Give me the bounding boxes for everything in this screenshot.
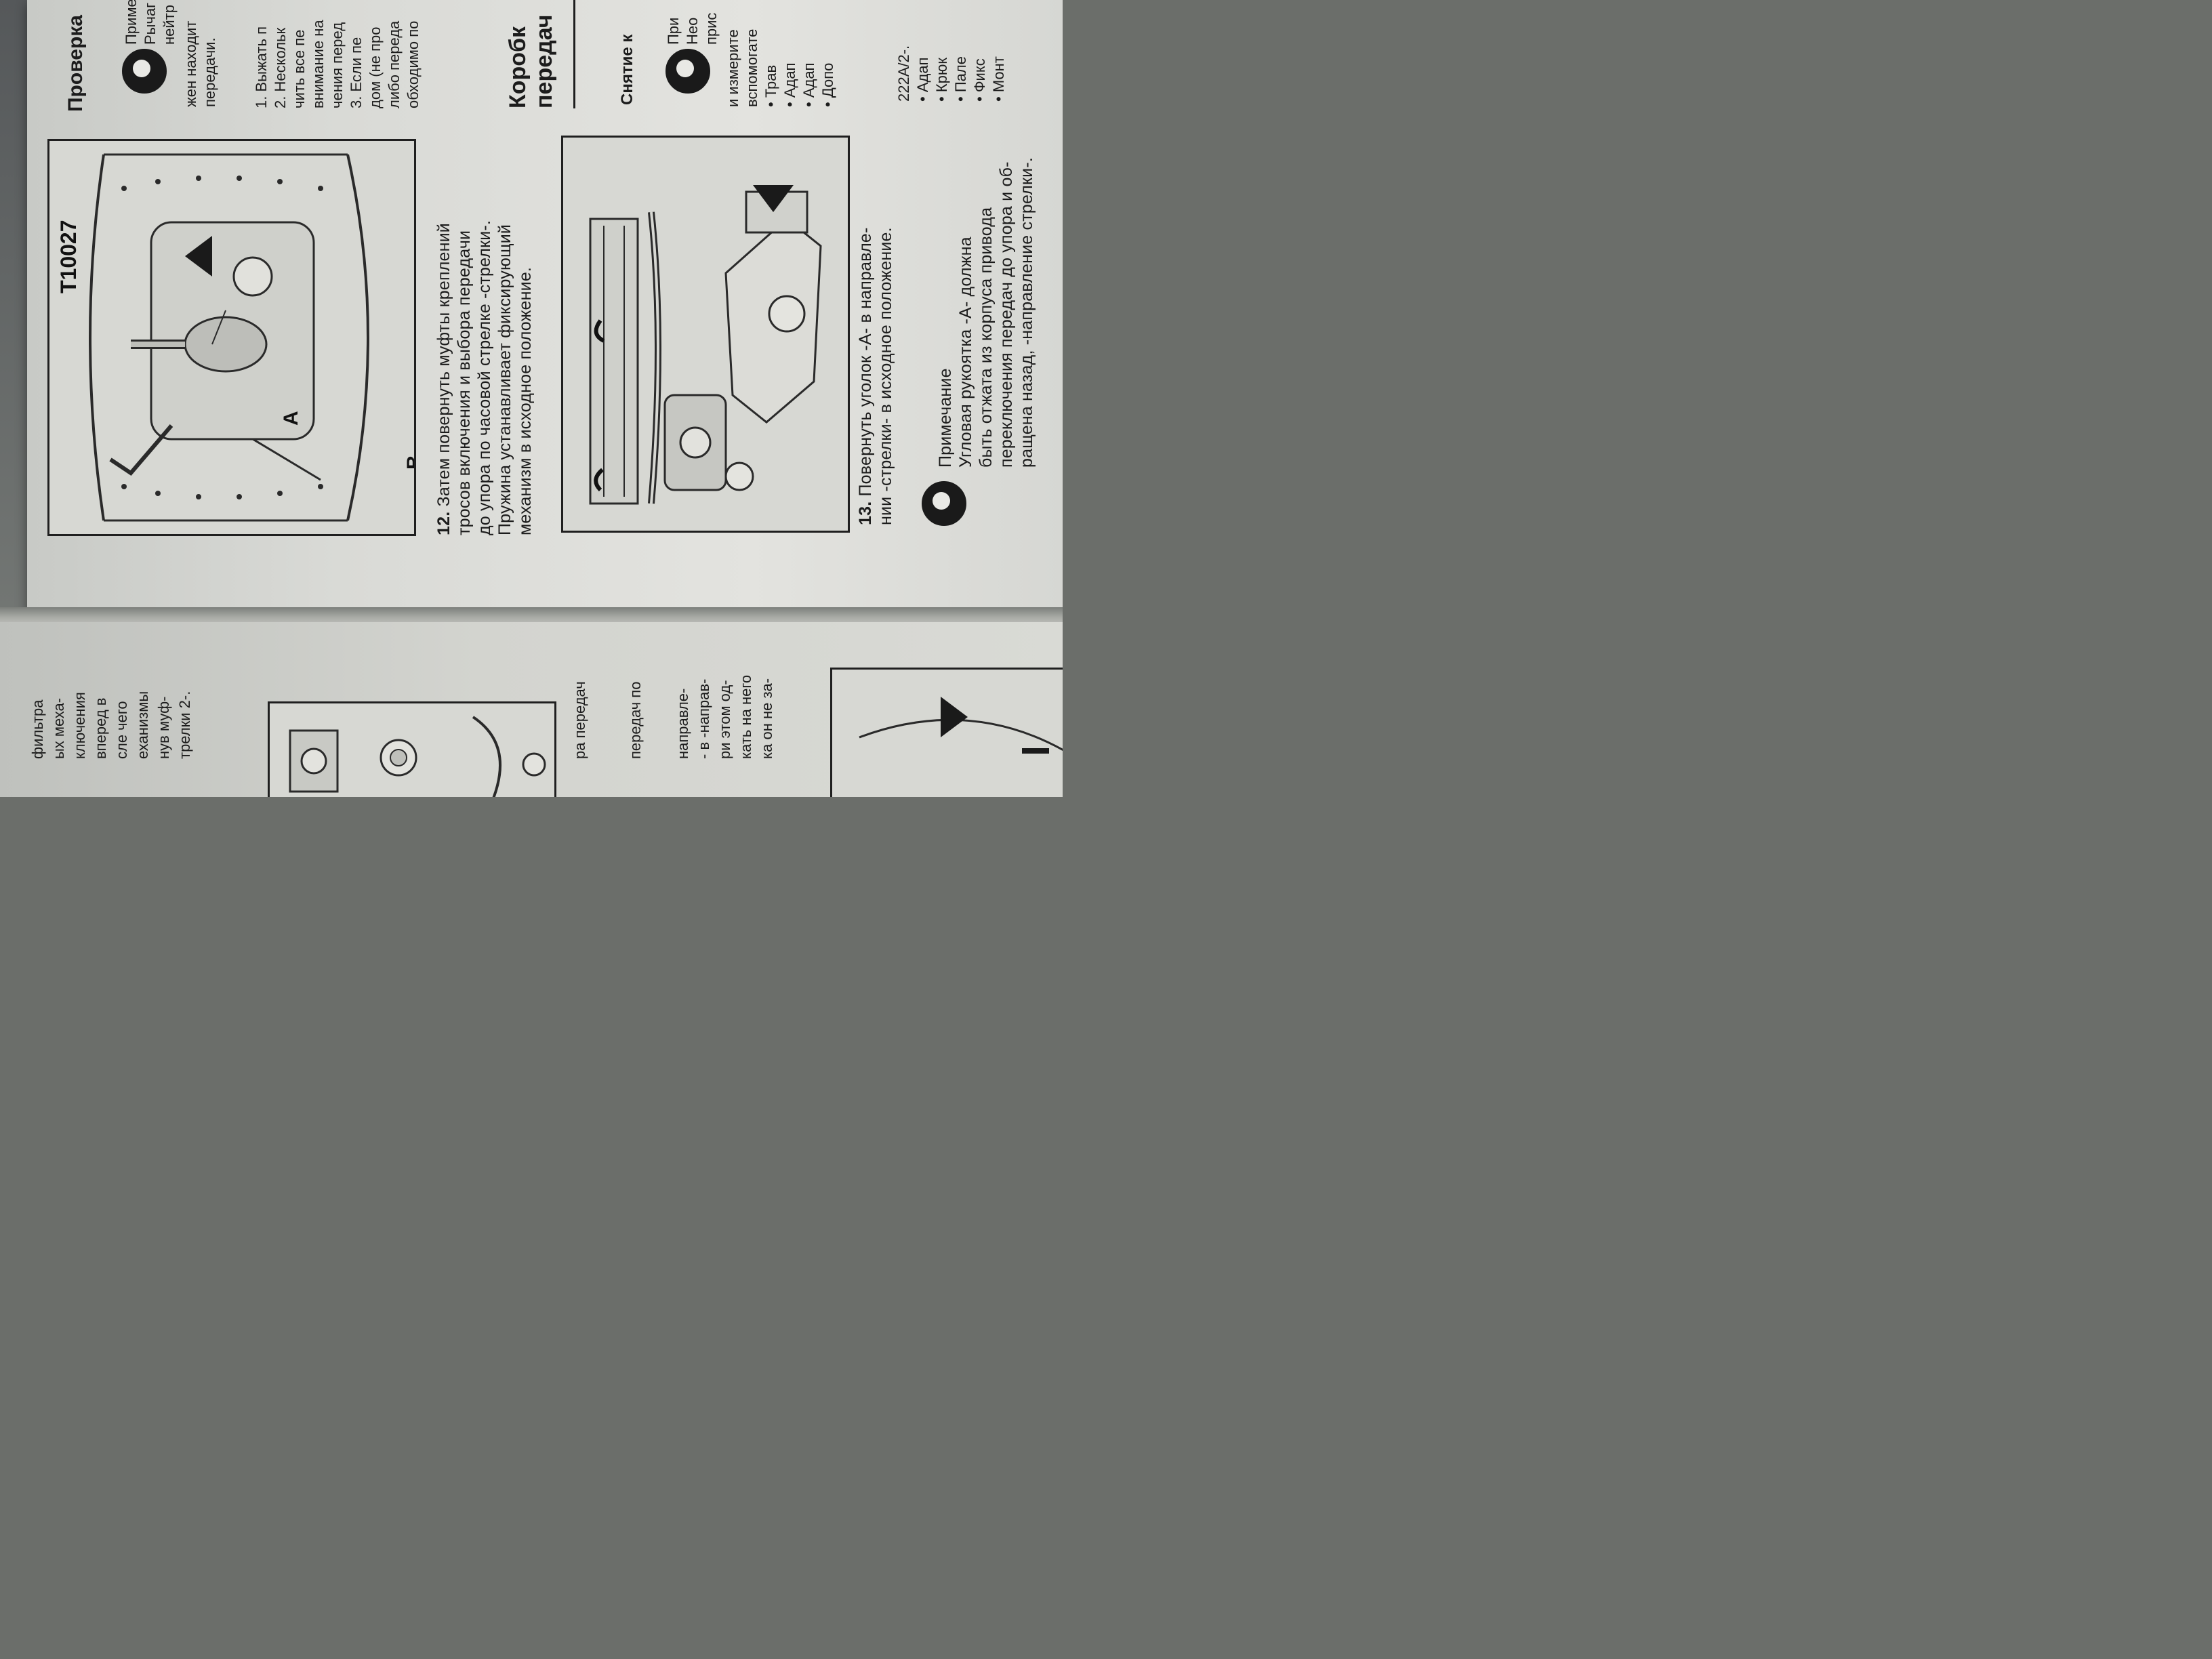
tool-label: T10027 — [56, 220, 81, 293]
step12-line-1: 12. Затем повернуть муфты креплений — [434, 223, 453, 535]
step12-line-3: до упора по часовой стрелке -стрелки-. — [475, 220, 494, 535]
check-lightbulb-icon — [122, 49, 167, 94]
photo-scene: T10027 A B 12. Затем повернуть муфты кре… — [0, 0, 1063, 797]
check-text-2: жен находит передачи. — [182, 20, 218, 107]
note-title: Примечание — [936, 368, 955, 468]
check-steps: 1. Выжать п 2. Нескольк чить все пе вним… — [253, 20, 422, 108]
label-b: B — [403, 455, 414, 470]
left-figure-2 — [830, 668, 1063, 797]
note-line-4: ращена назад, -направление стрелки-. — [1017, 157, 1036, 468]
removal-text-2: и измерите вспомогате • Трав • Адап • Ад… — [724, 28, 836, 107]
figure-cable-mechanism — [561, 136, 850, 533]
label-a: A — [280, 411, 302, 426]
removal-lightbulb-icon — [665, 49, 710, 94]
step13-line-2: нии -стрелки- в исходное положение. — [876, 227, 895, 525]
drawing-left-figure — [289, 716, 546, 797]
heading-gearbox: Коробк передач — [505, 14, 557, 108]
note-line-3: переключения передач до упора и об- — [997, 161, 1016, 468]
left-page-fragments-bottom-3: направле- - в -направ- ри этом од- кать … — [674, 674, 775, 759]
note-line-2: быть отжата из корпуса привода — [977, 207, 996, 468]
figure-shift-mechanism-top: T10027 A B — [47, 139, 416, 536]
note-lightbulb-icon — [922, 481, 966, 526]
heading-underline — [573, 0, 575, 108]
step13-line-1: 13. Повернуть уголок -А- в направле- — [856, 227, 875, 525]
removal-text: При Нео прис — [665, 12, 720, 45]
left-page-fragments-top: фильтра ых меха- ключения вперед в сле ч… — [29, 691, 193, 759]
note-block: Примечание Угловая рукоятка -А- должна б… — [935, 157, 1037, 468]
step12-caption: 12. Затем повернуть муфты креплений трос… — [434, 220, 535, 535]
left-page-fragments-bottom-2: передач по — [627, 681, 644, 759]
drawing-left-figure-2 — [859, 697, 1063, 754]
step12-line-2: тросов включения и выбора передачи — [455, 230, 474, 535]
drawing-shift-mechanism — [89, 153, 369, 522]
step12-line-5: механизм в исходное положение. — [516, 266, 535, 535]
drawing-cable-mechanism — [589, 185, 822, 505]
check-text: Приме Рычаг нейтр — [123, 0, 178, 45]
step12-number: 12. — [434, 511, 453, 535]
step13-caption: 13. Повернуть уголок -А- в направле- нии… — [855, 227, 896, 525]
left-page-fragments-bottom: ра передач — [571, 681, 588, 759]
step12-line-4: Пружина устанавливает фиксирующий — [495, 224, 514, 535]
step13-number: 13. — [856, 501, 875, 525]
subheading-removal: Снятие к — [618, 34, 636, 105]
note-line-1: Угловая рукоятка -А- должна — [956, 237, 975, 468]
heading-check: Проверка — [64, 15, 87, 112]
removal-text-3: 222А/2-. • Адап • Крюк • Пале • Фикс • М… — [895, 45, 1007, 102]
left-figure — [268, 701, 556, 797]
